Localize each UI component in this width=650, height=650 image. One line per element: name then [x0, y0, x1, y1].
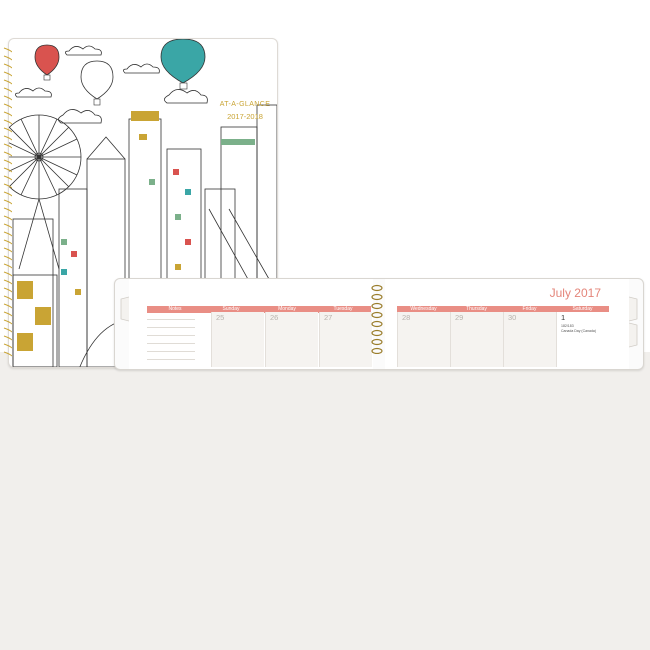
day-number: 28 — [402, 313, 411, 322]
day-cell-thursday: 29 — [450, 312, 503, 367]
left-month-tabs — [120, 296, 129, 322]
right-page: July 2017 Wednesday Thursday Friday Satu… — [385, 279, 629, 369]
right-month-tabs — [629, 296, 638, 348]
planner-spread: Notes Sunday Monday Tuesday 25 26 27 Jul… — [114, 278, 644, 370]
day-cell-saturday: 1 182/183 Canada Day (Canada) — [556, 312, 609, 367]
spread-spiral-binding — [371, 284, 383, 354]
day-cell-wednesday: 28 — [397, 312, 450, 367]
right-header-bar: Wednesday Thursday Friday Saturday — [397, 306, 609, 313]
day-cell-friday: 30 — [503, 312, 556, 367]
background-panel — [0, 352, 650, 650]
day-cell-monday: 26 — [265, 312, 318, 367]
day-number: 26 — [270, 313, 279, 322]
day-number: 27 — [324, 313, 333, 322]
day-number: 30 — [508, 313, 517, 322]
hot-air-balloons — [34, 39, 206, 106]
header-thursday: Thursday — [466, 306, 487, 312]
notes-lines — [147, 312, 195, 367]
header-sunday: Sunday — [222, 306, 240, 312]
day-number: 1 — [561, 313, 566, 322]
day-cell-tuesday: 27 — [319, 312, 372, 367]
day-number: 25 — [216, 313, 225, 322]
day-number: 29 — [455, 313, 464, 322]
header-wednesday: Wednesday — [410, 306, 437, 312]
header-tuesday: Tuesday — [333, 306, 353, 312]
month-title: July 2017 — [549, 286, 601, 300]
holiday-note: 182/183 Canada Day (Canada) — [561, 324, 597, 333]
left-header-bar: Notes Sunday Monday Tuesday — [147, 306, 371, 313]
header-notes: Notes — [168, 306, 182, 312]
brand-label: AT-A-GLANCE — [219, 101, 271, 108]
header-friday: Friday — [522, 306, 537, 312]
header-monday: Monday — [278, 306, 296, 312]
year-label: 2017-2018 — [227, 112, 263, 121]
header-saturday: Saturday — [572, 306, 593, 312]
left-page: Notes Sunday Monday Tuesday 25 26 27 — [129, 279, 373, 369]
cover-spiral-binding — [3, 47, 12, 357]
day-cell-sunday: 25 — [211, 312, 264, 367]
